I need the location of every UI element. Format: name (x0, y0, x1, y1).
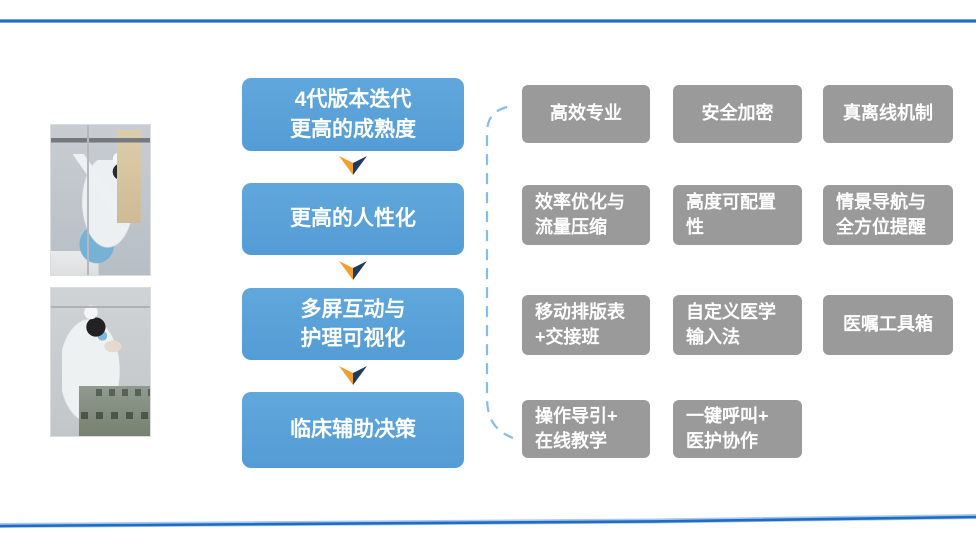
flow-step-humanization: 更高的人性化 (242, 183, 464, 255)
feature-box: 自定义医学 输入法 (673, 295, 802, 355)
feature-box: 效率优化与 流量压缩 (522, 185, 650, 245)
feature-box: 操作导引+ 在线教学 (522, 400, 650, 458)
feature-box: 一键呼叫+ 医护协作 (673, 400, 802, 458)
flow-step-clinical-decision-support: 临床辅助决策 (242, 392, 464, 468)
nurse-medication-prep-photo (50, 287, 151, 437)
flow-step-version-maturity: 4代版本迭代 更高的成熟度 (242, 78, 464, 151)
feature-box: 情景导航与 全方位提醒 (823, 185, 953, 245)
down-chevron-icon (339, 261, 367, 280)
feature-box: 移动排版表 +交接班 (522, 295, 650, 355)
top-divider-line (0, 19, 976, 23)
feature-box: 真离线机制 (823, 85, 953, 143)
feature-box: 高效专业 (522, 85, 650, 143)
nurse-iv-scanning-photo (50, 124, 151, 276)
feature-box: 安全加密 (673, 85, 802, 143)
feature-box: 医嘱工具箱 (823, 295, 953, 355)
feature-box: 高度可配置 性 (673, 185, 802, 245)
down-chevron-icon (339, 366, 367, 385)
flow-step-multiscreen-visualization: 多屏互动与 护理可视化 (242, 288, 464, 360)
down-chevron-icon (339, 156, 367, 175)
